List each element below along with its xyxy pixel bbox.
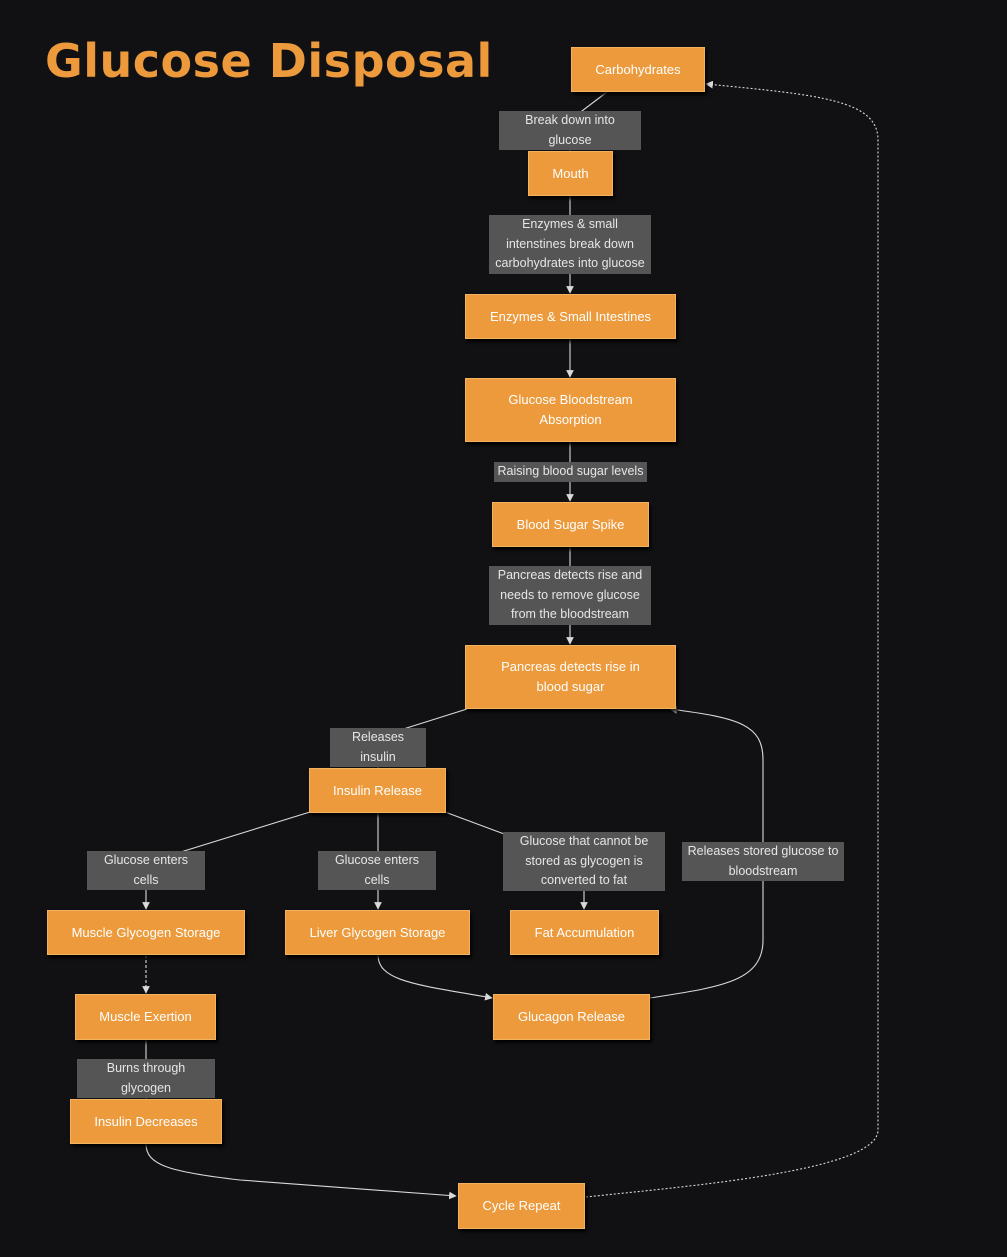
edge-glucagon-pancreas (649, 706, 764, 999)
edge-label-enzymes-break-down: Enzymes & small intenstines break down c… (489, 215, 651, 274)
edge-label-glucose-enters-liver: Glucose enters cells (318, 851, 436, 890)
edge-label-converted-to-fat: Glucose that cannot be stored as glycoge… (503, 832, 665, 891)
node-muscle-glycogen-storage[interactable]: Muscle Glycogen Storage (47, 910, 245, 955)
edge-label-pancreas-detects: Pancreas detects rise and needs to remov… (489, 566, 651, 625)
edge-decreases-cycle (145, 1143, 457, 1200)
edge-label-raising-blood-sugar: Raising blood sugar levels (494, 462, 647, 482)
edge-cycle-carbs (585, 80, 879, 1198)
node-fat-accumulation[interactable]: Fat Accumulation (510, 910, 659, 955)
edge-liver-glucagon (377, 954, 493, 1001)
node-insulin-release[interactable]: Insulin Release (309, 768, 446, 813)
node-liver-glycogen-storage[interactable]: Liver Glycogen Storage (285, 910, 470, 955)
node-glucose-bloodstream-absorption[interactable]: Glucose Bloodstream Absorption (465, 378, 676, 442)
edge-label-releases-stored-glucose: Releases stored glucose to bloodstream (682, 842, 844, 881)
edge-label-glucose-enters-muscle: Glucose enters cells (87, 851, 205, 890)
edge-label-releases-insulin: Releases insulin (330, 728, 426, 767)
edge-label-break-down: Break down into glucose (499, 111, 641, 150)
node-cycle-repeat[interactable]: Cycle Repeat (458, 1183, 585, 1229)
node-insulin-decreases[interactable]: Insulin Decreases (70, 1099, 222, 1144)
node-glucagon-release[interactable]: Glucagon Release (493, 994, 650, 1040)
page-title: Glucose Disposal (45, 34, 493, 88)
node-carbohydrates[interactable]: Carbohydrates (571, 47, 705, 92)
node-mouth[interactable]: Mouth (528, 151, 613, 196)
node-pancreas-detects-rise[interactable]: Pancreas detects rise in blood sugar (465, 645, 676, 709)
node-blood-sugar-spike[interactable]: Blood Sugar Spike (492, 502, 649, 547)
node-muscle-exertion[interactable]: Muscle Exertion (75, 994, 216, 1040)
node-enzymes-small-intestines[interactable]: Enzymes & Small Intestines (465, 294, 676, 339)
edge-label-burns-glycogen: Burns through glycogen (77, 1059, 215, 1098)
